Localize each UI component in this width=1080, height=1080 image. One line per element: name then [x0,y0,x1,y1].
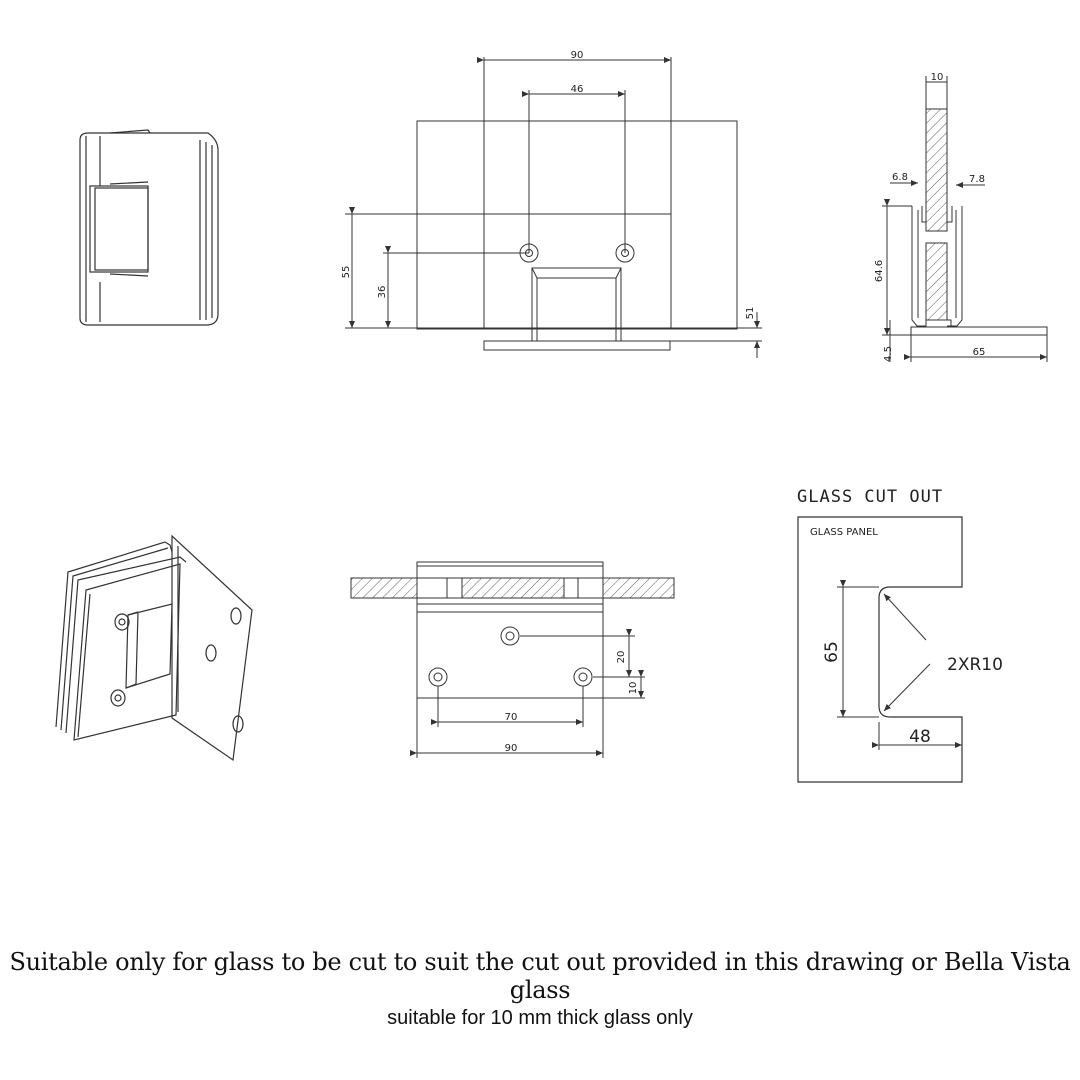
dim-65-cutout: 65 [822,641,842,663]
glass-thickness-note: suitable for 10 mm thick glass only [387,1007,693,1029]
dim-55: 55 [341,266,352,279]
dim-36: 36 [377,286,388,299]
glass-cutout-diagram [797,516,963,783]
dim-90-plate: 90 [505,743,518,754]
dim-46: 46 [571,84,584,95]
plan-section [350,561,675,758]
dim-70: 70 [505,712,518,723]
dim-7-8: 7.8 [969,174,985,185]
hinge-isometric-view [55,534,253,762]
dim-6-8: 6.8 [892,172,908,183]
dim-10-side: 10 [931,72,944,83]
dim-51: 51 [745,307,756,320]
front-elevation [345,57,762,358]
glass-panel-label: GLASS PANEL [810,527,878,538]
dim-90-top: 90 [571,50,584,61]
dim-64-6: 64.6 [874,260,885,282]
dim-4-5: 4.5 [883,346,894,362]
cutout-title: GLASS CUT OUT [797,487,943,507]
dim-65-side: 65 [973,347,986,358]
radius-label: 2XR10 [947,655,1003,675]
dim-48: 48 [909,727,931,747]
glass-compatibility-note: Suitable only for glass to be cut to sui… [9,948,1071,1004]
dim-20: 20 [616,651,627,664]
side-section [882,76,1048,362]
hinge-front-view [79,129,219,326]
dim-10-plate: 10 [628,682,639,695]
